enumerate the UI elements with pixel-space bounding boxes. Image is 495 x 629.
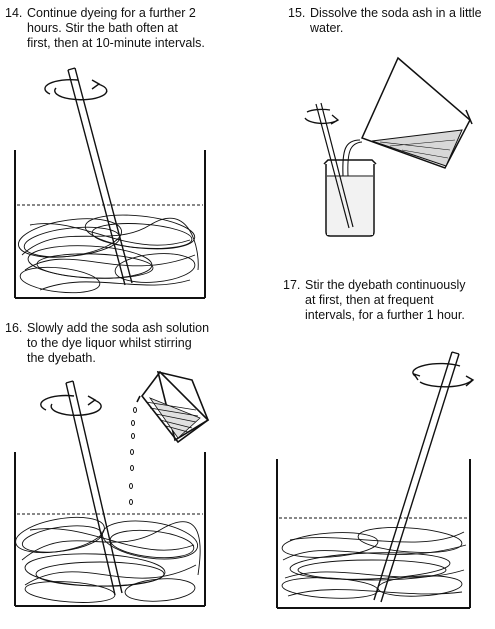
stirring-rod-icon	[67, 67, 133, 286]
step-14-number: 14.	[5, 6, 23, 20]
step-17-text: Stir the dyebath continuously at first, …	[305, 278, 466, 322]
rotation-arrow-icon	[44, 78, 108, 101]
rotation-arrow-icon	[304, 108, 340, 125]
rotation-arrow-icon	[40, 394, 102, 416]
dye-bath-icon	[14, 452, 206, 607]
step-14-text: Continue dyeing for a further 2 hours. S…	[27, 6, 205, 50]
step-15-number: 15.	[288, 6, 306, 20]
drip-icon	[129, 407, 137, 505]
yarn-skein-icon	[15, 516, 201, 603]
jug-icon	[136, 370, 210, 444]
step-17-number: 17.	[283, 278, 301, 292]
rotation-arrow-icon	[412, 362, 475, 388]
yarn-skein-icon	[17, 214, 199, 294]
step-16-text: Slowly add the soda ash solution to the …	[27, 321, 210, 365]
yarn-skein-icon	[281, 527, 467, 599]
stirring-rod-icon	[373, 351, 460, 603]
dye-bath-icon	[276, 459, 471, 609]
pour-stream	[342, 139, 361, 177]
step-16-number: 16.	[5, 321, 23, 335]
dye-bath-icon	[14, 150, 206, 299]
step-15-text: Dissolve the soda ash in a little water.	[310, 6, 482, 35]
beaker-icon	[323, 159, 377, 237]
stirring-rod-icon	[65, 380, 123, 596]
jug-icon	[360, 56, 473, 169]
